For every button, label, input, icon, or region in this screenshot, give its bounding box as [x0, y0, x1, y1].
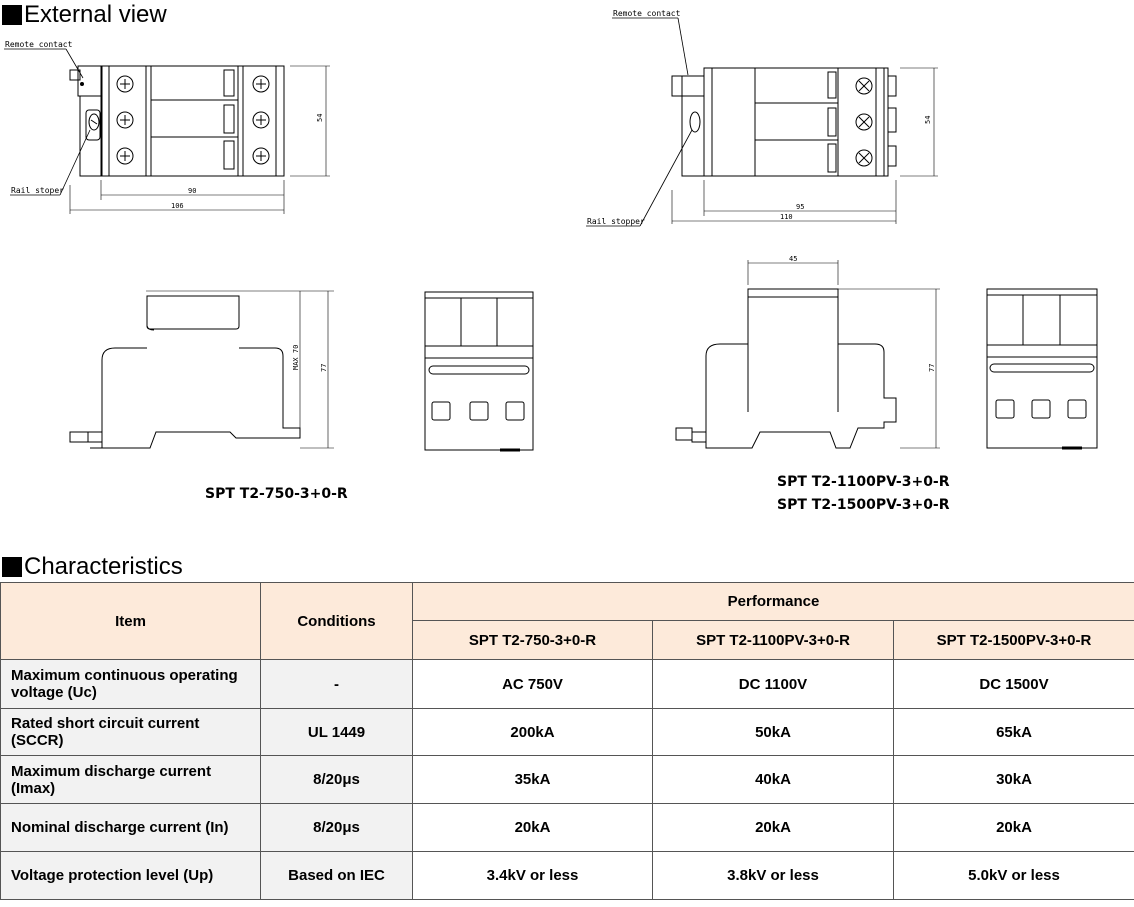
left-dim-inner-width: 90 [188, 187, 196, 195]
left-remote-contact-label: Remote contact [5, 40, 73, 49]
left-front-view [424, 291, 534, 452]
left-dim-outer-width: 106 [171, 202, 184, 210]
table-subheader-row: SPT T2-750-3+0-R SPT T2-1100PV-3+0-R SPT… [1, 620, 1134, 660]
right-remote-contact-label: Remote contact [613, 9, 681, 18]
header-performance: Performance [411, 582, 1134, 621]
row-value: DC 1500V [892, 659, 1134, 709]
row-value: 30kA [892, 755, 1134, 804]
row-value: 20kA [892, 803, 1134, 852]
external-view-title: External view [24, 1, 167, 28]
header-model: SPT T2-1100PV-3+0-R [652, 620, 894, 660]
row-item: Nominal discharge current (In) [0, 803, 261, 852]
table-row: Nominal discharge current (In) 8/20μs 20… [0, 803, 1134, 852]
row-item: Voltage protection level (Up) [0, 851, 261, 900]
row-value: 200kA [412, 708, 653, 756]
square-bullet-icon [2, 557, 22, 577]
left-dim-height: 54 [316, 114, 324, 122]
row-item: Maximum continuous operating voltage (Uc… [0, 659, 261, 709]
row-value: 20kA [652, 803, 894, 852]
characteristics-title: Characteristics [24, 553, 183, 580]
table-row: Maximum discharge current (Imax) 8/20μs … [0, 755, 1134, 804]
row-condition: 8/20μs [260, 755, 413, 804]
right-model-label-1: SPT T2-1100PV-3+0-R [777, 474, 950, 490]
row-value: 65kA [892, 708, 1134, 756]
external-view-heading: External view [2, 1, 167, 29]
row-value: 3.4kV or less [412, 851, 653, 900]
left-side-view: MAX 70 77 [69, 290, 334, 449]
left-model-label: SPT T2-750-3+0-R [205, 486, 348, 502]
right-dim-top-width: 45 [789, 255, 797, 263]
row-value: 35kA [412, 755, 653, 804]
characteristics-heading: Characteristics [2, 553, 183, 581]
row-condition: Based on IEC [260, 851, 413, 900]
row-condition: 8/20μs [260, 803, 413, 852]
left-rail-stopper-label: Rail stoper [11, 186, 64, 195]
row-condition: UL 1449 [260, 708, 413, 756]
row-value: 3.8kV or less [652, 851, 894, 900]
right-dim-outer-width: 110 [780, 213, 793, 221]
right-side-view: 45 77 [675, 255, 940, 449]
left-dim-max-height: MAX 70 [292, 345, 300, 370]
header-item: Item [0, 582, 261, 660]
right-dim-side-height: 77 [928, 364, 936, 372]
header-model: SPT T2-750-3+0-R [412, 620, 653, 660]
row-value: 5.0kV or less [892, 851, 1134, 900]
right-front-view [986, 288, 1098, 450]
table-header-row: Item Conditions Performance [0, 582, 1134, 660]
left-top-view: Remote contact 54 [4, 40, 330, 214]
row-value: 50kA [652, 708, 894, 756]
header-conditions: Conditions [260, 582, 413, 660]
square-bullet-icon [2, 5, 22, 25]
row-value: AC 750V [412, 659, 653, 709]
table-row: Rated short circuit current (SCCR) UL 14… [0, 708, 1134, 756]
right-top-view: Remote contact 54 95 110 [586, 9, 938, 227]
left-dim-side-height: 77 [320, 364, 328, 372]
row-value: 20kA [412, 803, 653, 852]
characteristics-table: Item Conditions Performance SPT T2-750-3… [0, 582, 1134, 900]
row-item: Maximum discharge current (Imax) [0, 755, 261, 804]
right-rail-stopper-label: Rail stopper [587, 217, 645, 226]
row-value: DC 1100V [652, 659, 894, 709]
right-model-label-2: SPT T2-1500PV-3+0-R [777, 497, 950, 513]
table-row: Voltage protection level (Up) Based on I… [0, 851, 1134, 900]
header-model: SPT T2-1500PV-3+0-R [892, 620, 1134, 660]
row-item: Rated short circuit current (SCCR) [0, 708, 261, 756]
row-value: 40kA [652, 755, 894, 804]
table-row: Maximum continuous operating voltage (Uc… [0, 659, 1134, 709]
right-dim-inner-width: 95 [796, 203, 804, 211]
right-dim-height: 54 [924, 116, 932, 124]
row-condition: - [260, 659, 413, 709]
external-view-drawings: Remote contact 54 [4, 9, 1098, 452]
